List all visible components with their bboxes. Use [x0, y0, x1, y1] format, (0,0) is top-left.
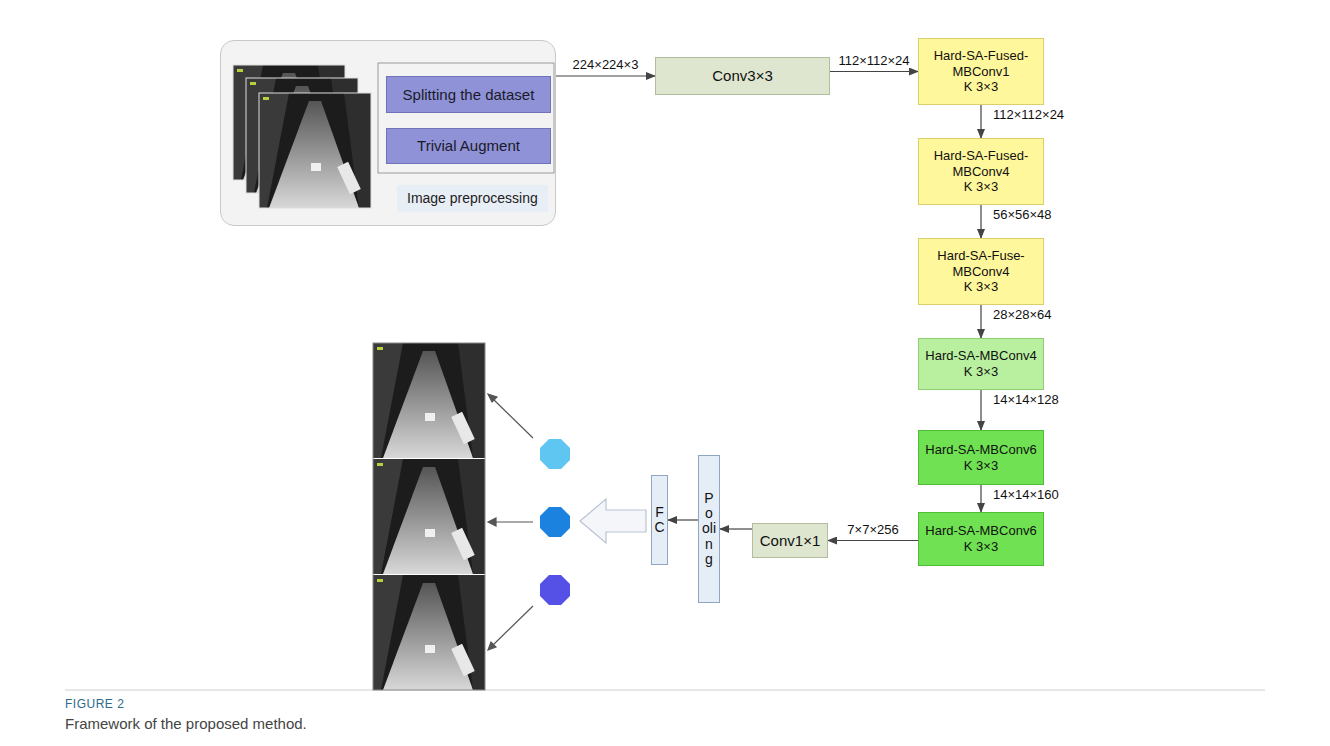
node-subtitle: K 3×3	[964, 279, 998, 295]
node-title: Trivial Augment	[417, 137, 520, 155]
tensor-size: 112×112×24	[836, 53, 911, 68]
caption: Framework of the proposed method.	[65, 715, 307, 732]
tensor-size: 14×14×128	[991, 392, 1061, 407]
process-box: Trivial Augment	[386, 128, 551, 164]
class-octagons	[540, 439, 570, 605]
big-arrow	[580, 499, 646, 543]
node-title: Hard-SA-MBConv6	[925, 523, 1036, 539]
arrow-connector	[980, 305, 981, 338]
node-subtitle: K 3×3	[964, 79, 998, 95]
node-title: Hard-SA-MBConv4	[925, 348, 1036, 364]
tensor-size: 28×28×64	[991, 307, 1054, 322]
process-box: Splitting the dataset	[386, 76, 551, 113]
arrow-connector	[980, 205, 981, 238]
node-title: Hard-SA-MBConv6	[925, 442, 1036, 458]
tensor-size: 14×14×160	[991, 487, 1061, 502]
node-title: Image preprocessing	[397, 185, 548, 212]
arrow-connector	[828, 540, 918, 541]
block-box: Hard-SA-MBConv4K 3×3	[918, 338, 1044, 390]
node-subtitle: K 3×3	[964, 179, 998, 195]
block-box: Hard-SA-MBConv6K 3×3	[918, 430, 1044, 485]
node-title: Conv3×3	[712, 67, 772, 85]
tensor-size: 224×224×3	[571, 57, 641, 72]
arrow-connector	[668, 519, 698, 520]
block-box: Hard-SA-Fuse-MBConv4K 3×3	[918, 238, 1044, 305]
block-box: Hard-SA-Fused-MBConv1K 3×3	[918, 38, 1044, 105]
output-images	[373, 343, 485, 690]
node-title: Hard-SA-Fuse-MBConv4	[919, 248, 1043, 279]
arrow-connector	[830, 71, 918, 72]
node-title: Conv1×1	[760, 532, 820, 550]
preprocessing-panel: Image preprocessing Splitting the dataset…	[220, 40, 556, 226]
arrow-connector	[980, 105, 981, 138]
conv-box: Conv1×1	[752, 523, 828, 558]
tensor-size: 56×56×48	[991, 207, 1054, 222]
node-title: Hard-SA-Fused-MBConv1	[919, 48, 1043, 79]
fc-box: FC	[651, 475, 668, 565]
conv-box: Conv3×3	[655, 57, 830, 95]
node-title: Pooling	[702, 491, 716, 568]
node-subtitle: K 3×3	[964, 539, 998, 555]
node-subtitle: K 3×3	[964, 458, 998, 474]
output-arrows	[488, 394, 533, 650]
block-box: Hard-SA-MBConv6K 3×3	[918, 512, 1044, 566]
arrow-connector	[556, 75, 655, 76]
pooling-box: Pooling	[698, 455, 720, 603]
tensor-size: 7×7×256	[845, 522, 900, 537]
node-subtitle: K 3×3	[964, 364, 998, 380]
arrow-connector	[720, 528, 752, 529]
node-title: Splitting the dataset	[403, 86, 535, 104]
block-box: Hard-SA-Fused-MBConv4K 3×3	[918, 138, 1044, 205]
node-title: FC	[653, 505, 667, 536]
node-title: Hard-SA-Fused-MBConv4	[919, 148, 1043, 179]
figure-number: FIGURE 2	[65, 697, 124, 711]
tensor-size: 112×112×24	[991, 107, 1066, 122]
arrow-connector	[980, 485, 981, 512]
arrow-connector	[980, 390, 981, 430]
caption-rule	[65, 690, 1265, 691]
